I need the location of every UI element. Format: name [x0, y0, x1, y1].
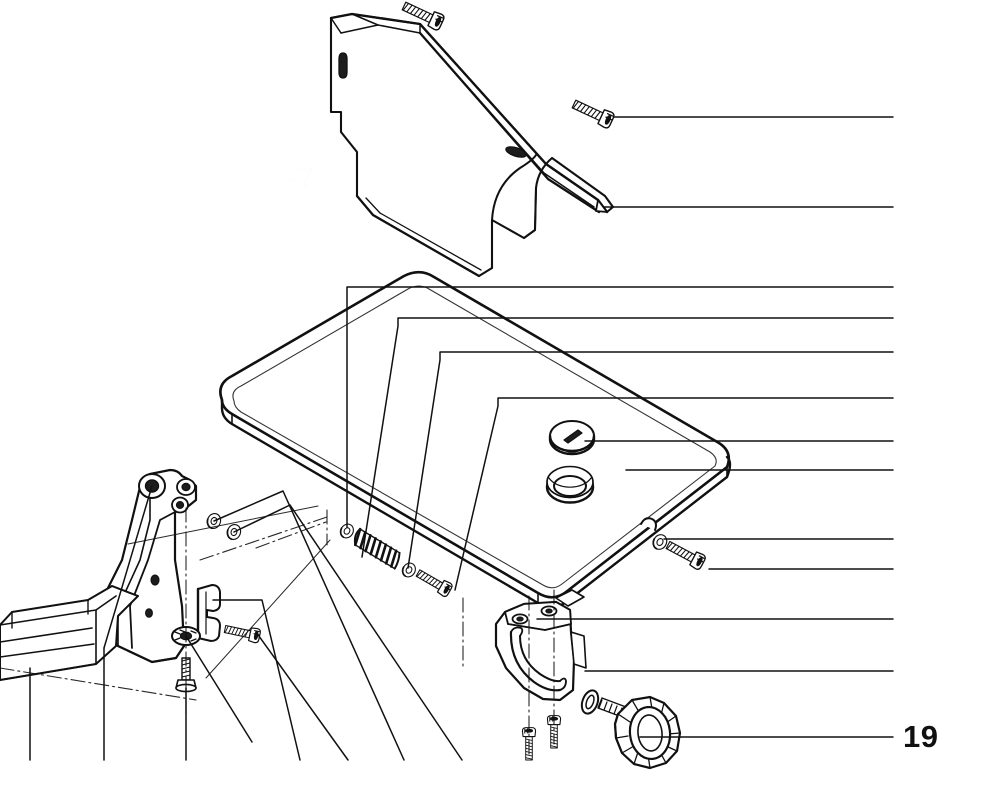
- part-screw-top-right: [569, 95, 616, 130]
- part-spring: [353, 527, 401, 570]
- part-screw-spring: [413, 565, 455, 599]
- part-clip: [196, 584, 221, 642]
- part-filler-ring: [545, 465, 595, 504]
- leader-lines-bottom: [29, 485, 463, 761]
- part-base-block: [0, 585, 139, 681]
- part-screw-clip: [222, 621, 262, 644]
- part-screw-plate-right: [663, 537, 708, 572]
- part-fuel-cap: [548, 420, 596, 456]
- part-washer-knob: [580, 689, 600, 715]
- part-knob: [597, 695, 682, 770]
- callout-number-19: 19: [903, 719, 939, 754]
- plate-construction-lines: [127, 505, 331, 679]
- part-base-plate: [219, 270, 732, 609]
- part-deflector-panel: [329, 12, 615, 278]
- center-lines: [0, 507, 555, 757]
- leader-lines-right: [346, 116, 894, 672]
- part-clamp-half: [494, 600, 587, 702]
- watermark-text: -7: [288, 162, 315, 195]
